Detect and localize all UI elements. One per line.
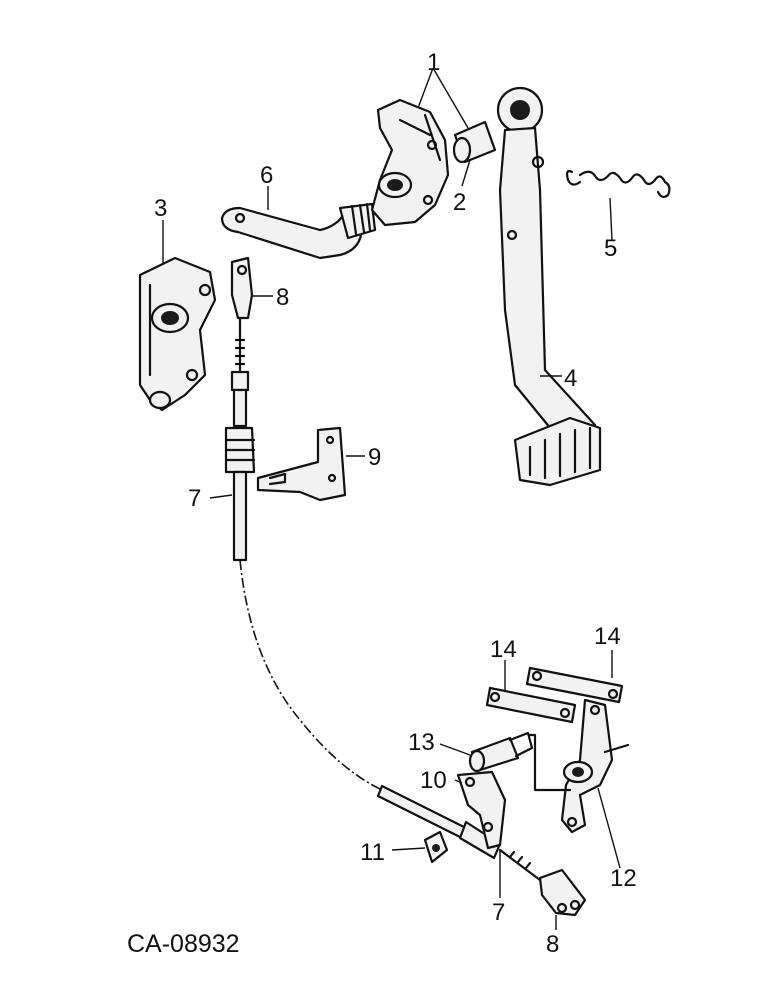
part-13-pin	[468, 731, 534, 773]
catalog-number: CA-08932	[127, 930, 240, 958]
callout-14-left: 14	[490, 636, 517, 663]
callout-8-bottom: 8	[546, 931, 559, 958]
part-6-lever	[220, 202, 396, 260]
leader-lines	[162, 67, 621, 930]
part-1-bracket	[370, 98, 497, 227]
callouts: 1 2 3 4 5 6 7 8 9 14 14 13 10 11 12 7 8	[154, 49, 637, 958]
callout-11: 11	[360, 839, 385, 866]
callout-10: 10	[420, 767, 447, 794]
callout-6: 6	[260, 162, 273, 189]
callout-14-right: 14	[594, 623, 621, 650]
part-12-bellcrank	[528, 698, 630, 834]
part-8-clevis-bottom	[538, 868, 587, 917]
part-3-housing	[138, 256, 217, 412]
callout-2: 2	[453, 189, 466, 216]
callout-7-top: 7	[188, 485, 201, 512]
part-4-pedal	[496, 86, 602, 487]
callout-13: 13	[408, 729, 435, 756]
part-5-spring	[566, 169, 671, 199]
callout-1: 1	[427, 49, 440, 76]
part-14-links	[485, 666, 624, 724]
part-11-clip	[423, 830, 449, 864]
part-10-bracket	[456, 770, 507, 850]
callout-7-bottom: 7	[492, 899, 505, 926]
callout-9: 9	[368, 444, 381, 471]
part-8-clevis-top	[230, 256, 254, 320]
callout-5: 5	[604, 235, 617, 262]
part-7-cable	[224, 316, 542, 882]
callout-4: 4	[564, 365, 577, 392]
callout-3: 3	[154, 195, 167, 222]
callout-12: 12	[610, 865, 637, 892]
part-9-bracket	[256, 426, 347, 502]
callout-8-top: 8	[276, 284, 289, 311]
